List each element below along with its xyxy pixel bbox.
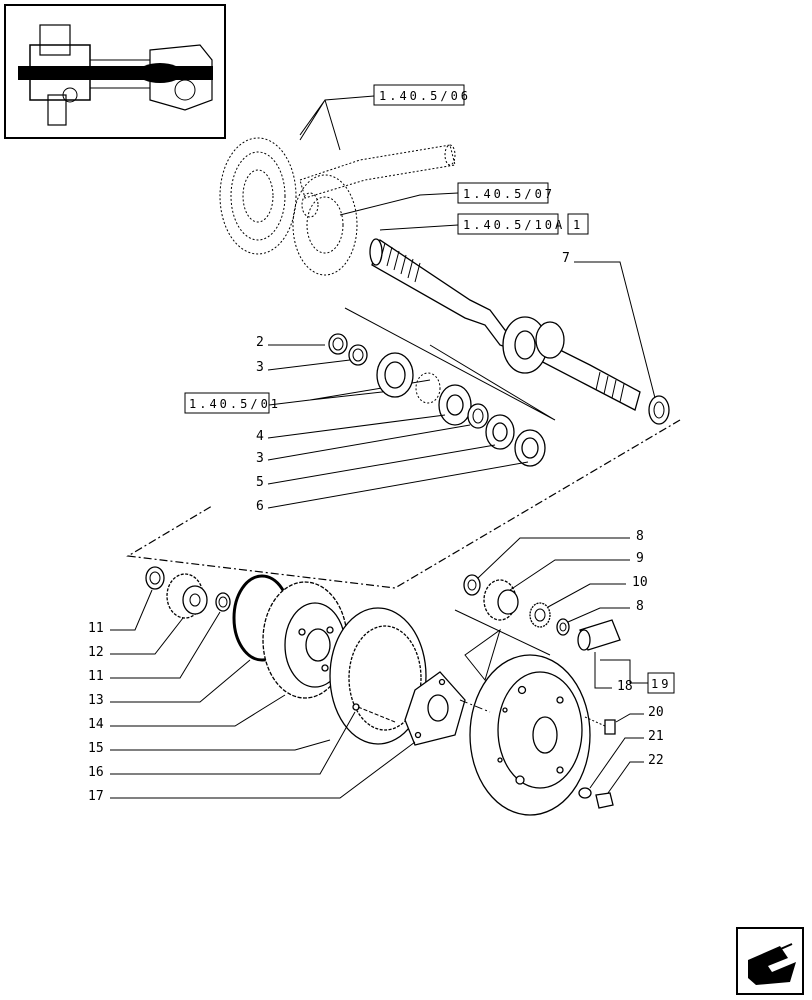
leader-ref-1 xyxy=(299,95,375,151)
bolt-20[interactable] xyxy=(584,716,616,735)
callout-11b: 11 xyxy=(88,669,104,684)
hub-flange[interactable] xyxy=(469,654,591,816)
callout-4: 4 xyxy=(256,429,264,444)
callout-5: 5 xyxy=(256,475,264,490)
callout-8: 8 xyxy=(636,529,644,544)
reference-box-5[interactable]: 19 xyxy=(647,672,675,694)
ring-7[interactable] xyxy=(648,395,670,425)
callout-16: 16 xyxy=(88,765,104,780)
plate-17[interactable] xyxy=(404,671,466,746)
reference-box-3[interactable]: 1.40.5/10A 1 xyxy=(457,213,589,235)
pin-16[interactable] xyxy=(352,703,396,723)
callout-13: 13 xyxy=(88,693,104,708)
callout-group-upper: 2 3 4 3 5 6 7 xyxy=(256,251,656,514)
callout-17: 17 xyxy=(88,789,104,804)
reference-label: 1.40.5/10A xyxy=(463,218,565,232)
return-arrow-icon[interactable] xyxy=(736,927,804,995)
nut-22[interactable] xyxy=(595,792,614,809)
axle-assembly-thumbnail[interactable] xyxy=(4,4,226,139)
reference-label: 1.40.5/01 xyxy=(189,397,281,411)
ring-gear-ghost xyxy=(219,137,297,255)
snap-ring-3b[interactable] xyxy=(467,403,489,429)
leader-ref-2 xyxy=(339,192,459,216)
reference-label: 1.40.5/07 xyxy=(463,187,555,201)
snap-ring-3[interactable] xyxy=(348,344,368,366)
snap-ring-8a[interactable] xyxy=(463,574,481,596)
callout-15: 15 xyxy=(88,741,104,756)
callout-3: 3 xyxy=(256,360,264,375)
planet-gear-12[interactable] xyxy=(166,573,208,619)
bearing-roller[interactable] xyxy=(376,352,414,398)
bearing-cup-ghost xyxy=(415,372,441,404)
callout-6: 6 xyxy=(256,499,264,514)
ring-6[interactable] xyxy=(514,429,546,467)
callout-18: 18 xyxy=(617,679,633,694)
callout-22: 22 xyxy=(648,753,664,768)
washer-21[interactable] xyxy=(578,787,592,799)
callout-14: 14 xyxy=(88,717,104,732)
reference-badge: 19 xyxy=(651,677,671,691)
leader-ref-3 xyxy=(379,224,459,231)
seal-5[interactable] xyxy=(485,414,515,450)
pin-18[interactable] xyxy=(577,619,621,651)
snap-ring-11a[interactable] xyxy=(145,566,165,590)
planet-gear-9[interactable] xyxy=(483,579,519,621)
snap-ring-8b[interactable] xyxy=(556,618,570,636)
callout-group-lower: 11 12 11 13 14 15 16 17 8 9 10 8 18 20 2… xyxy=(88,529,664,804)
assembly-frame xyxy=(126,419,681,589)
pinion-shaft-ghost xyxy=(299,144,456,199)
callout-7: 7 xyxy=(562,251,570,266)
callout-21: 21 xyxy=(648,729,664,744)
reference-label: 1.40.5/06 xyxy=(379,89,471,103)
bearing-race[interactable] xyxy=(438,384,472,426)
snap-ring-11b[interactable] xyxy=(215,592,231,612)
reference-box-4[interactable]: 1.40.5/01 xyxy=(184,392,281,414)
callout-20: 20 xyxy=(648,705,664,720)
axis-line xyxy=(459,699,491,713)
callout-12: 12 xyxy=(88,645,104,660)
reference-badge: 1 xyxy=(573,218,583,232)
reference-box-1[interactable]: 1.40.5/06 xyxy=(373,84,471,106)
callout-3b: 3 xyxy=(256,451,264,466)
needle-bearing-10[interactable] xyxy=(529,602,551,628)
snap-ring-2[interactable] xyxy=(328,333,348,355)
reference-box-2[interactable]: 1.40.5/07 xyxy=(457,182,555,204)
callout-9: 9 xyxy=(636,551,644,566)
callout-8b: 8 xyxy=(636,599,644,614)
frame-line xyxy=(344,307,556,421)
axle-shaft[interactable] xyxy=(369,238,641,411)
callout-2: 2 xyxy=(256,335,264,350)
differential-housing-ghost xyxy=(292,174,358,276)
frame-line-lower xyxy=(454,609,551,682)
callout-10: 10 xyxy=(632,575,648,590)
callout-11: 11 xyxy=(88,621,104,636)
